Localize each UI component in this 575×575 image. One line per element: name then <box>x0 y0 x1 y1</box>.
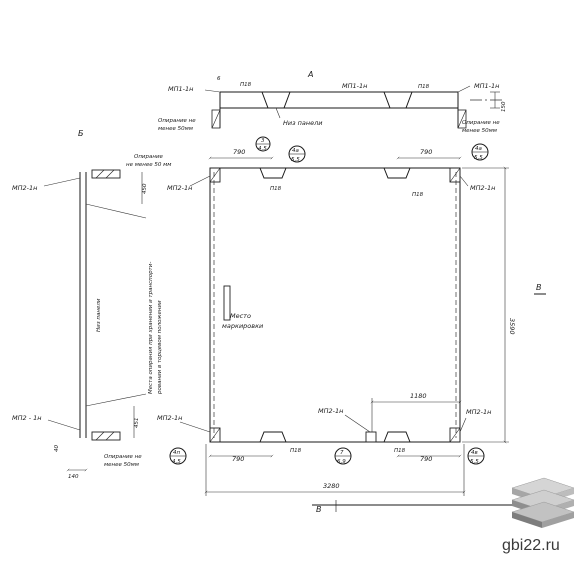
note-opiranie-tr-2: менее 50мм <box>462 128 497 134</box>
callout-1: 3 4,5 <box>255 136 271 152</box>
note-niz-paneli-b: Низ панели <box>96 298 102 332</box>
mark-mp1-left: МП1-1н <box>168 85 193 93</box>
mark-p18-5: П18 <box>290 448 302 454</box>
mark-p18-4: П18 <box>412 192 424 198</box>
note-opiranie-tl-2: менее 50мм <box>158 126 193 132</box>
dim-790-tl: 790 <box>233 148 245 156</box>
svg-text:5,5: 5,5 <box>291 157 300 163</box>
svg-text:4а: 4а <box>292 148 299 154</box>
panel-outline <box>209 167 461 443</box>
mark-p18-3: П18 <box>270 186 282 192</box>
mark-mp2-tl: МП2-1н <box>167 184 192 192</box>
note-mesta-opiraniya-2: ровании в торцевом положении <box>157 300 163 395</box>
marking-place <box>223 285 231 321</box>
svg-text:4п: 4п <box>173 450 180 456</box>
mark-mp2-b-bot: МП2 - 1н <box>12 414 42 422</box>
dim-450: 450 <box>142 183 148 194</box>
svg-text:4,5: 4,5 <box>258 146 267 152</box>
main-view: Место маркировки 790 790 790 790 3280 11… <box>157 136 546 514</box>
dim-1180: 1180 <box>410 392 427 400</box>
note-opiranie-b-bot-2: менее 50мм <box>104 462 139 468</box>
note-opiranie-b-top-1: Опирание <box>134 154 164 160</box>
mark-p18-6: П18 <box>394 448 406 454</box>
callout-2: 4а 5,5 <box>288 145 306 163</box>
dim-3590: 3590 <box>508 318 516 335</box>
watermark-text: gbi22.ru <box>502 537 560 554</box>
view-v-label-bottom: В <box>316 505 322 514</box>
dim-140: 140 <box>68 474 79 480</box>
lifting-loop-top-left <box>259 167 287 179</box>
callout-3: 4а 5,5 <box>471 143 489 161</box>
view-b-label: Б <box>78 129 84 138</box>
note-niz-paneli: Низ панели <box>283 119 323 127</box>
support-block-a-right <box>457 109 467 129</box>
svg-text:5,5: 5,5 <box>470 459 479 465</box>
svg-text:6,9: 6,9 <box>337 459 346 465</box>
mark-mp2-tr: МП2-1н <box>470 184 495 192</box>
svg-text:4,5: 4,5 <box>172 459 181 465</box>
note-opiranie-tl-1: Опирание не <box>158 118 196 124</box>
note-opiranie-b-top-2: не менее 50 мм <box>126 162 171 168</box>
dim-40-b: 40 <box>54 445 60 452</box>
view-b: Б МП2-1н МП2 - 1н Опирание не менее 50 м… <box>12 129 171 480</box>
svg-text:4в: 4в <box>471 450 478 456</box>
note-mesta-opiraniya-1: Места опирания при хранении и транспорти… <box>148 262 154 394</box>
dim-790-br: 790 <box>420 455 432 463</box>
mark-mp2-bl: МП2-1н <box>157 414 182 422</box>
view-a: А МП1-1н МП1-1н МП1-1н П18 П18 6 Низ пан… <box>158 70 507 134</box>
site-logo <box>511 477 575 528</box>
svg-text:5,5: 5,5 <box>474 155 483 161</box>
dim-6: 6 <box>217 76 221 82</box>
note-opiranie-tr-1: Опирание не <box>462 120 500 126</box>
view-v-label: В <box>536 283 542 292</box>
dim-150: 150 <box>501 101 507 112</box>
dim-3280: 3280 <box>323 482 340 490</box>
dim-451: 451 <box>134 418 140 429</box>
mark-mp2-bm: МП2-1н <box>318 407 343 415</box>
svg-text:4а: 4а <box>475 146 482 152</box>
callout-6: 4в 5,5 <box>467 447 485 465</box>
mark-mp1-right: МП1-1н <box>474 82 499 90</box>
note-opiranie-b-bot-1: Опирание не <box>104 454 142 460</box>
mark-mp2-b-top: МП2-1н <box>12 184 37 192</box>
support-block-a-left <box>211 109 221 129</box>
lifting-loop-bottom-left <box>259 431 287 443</box>
bottom-mid-insert <box>365 431 377 443</box>
note-mesto-1: Место <box>230 312 251 320</box>
mark-p18-a2: П18 <box>418 84 430 90</box>
callout-5: 7 6,9 <box>334 447 352 465</box>
svg-text:7: 7 <box>340 450 344 456</box>
svg-text:3: 3 <box>261 138 265 144</box>
view-a-label: А <box>307 70 313 79</box>
callout-4: 4п 4,5 <box>169 447 187 465</box>
mark-mp1-mid: МП1-1н <box>342 82 367 90</box>
mark-mp2-br: МП2-1н <box>466 408 491 416</box>
dim-790-bl: 790 <box>232 455 244 463</box>
dim-790-tr: 790 <box>420 148 432 156</box>
note-mesto-2: маркировки <box>222 322 263 330</box>
lifting-loop-top-right <box>383 167 411 179</box>
mark-p18-a1: П18 <box>240 82 252 88</box>
lifting-loop-bottom-right <box>383 431 411 443</box>
lifting-loop-right-a <box>383 91 413 109</box>
lifting-loop-left-a <box>261 91 291 109</box>
